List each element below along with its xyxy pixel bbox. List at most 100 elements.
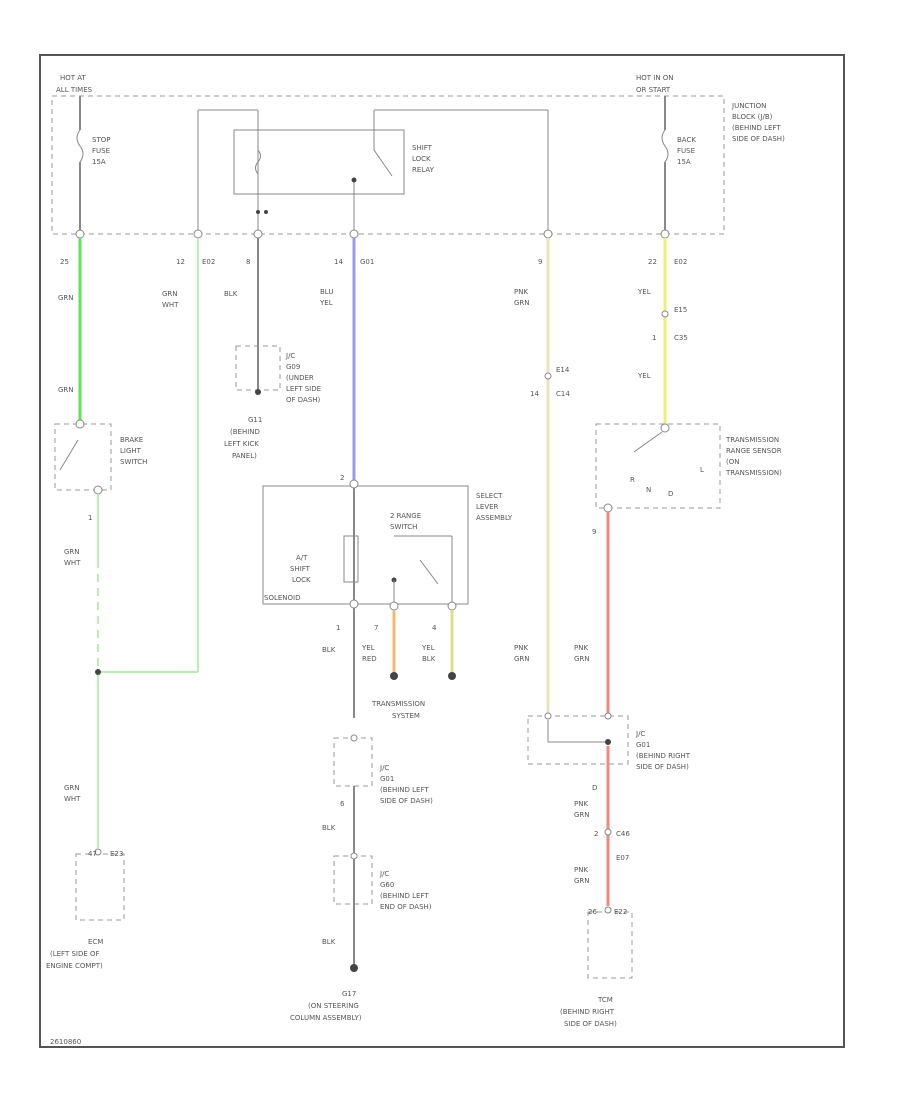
pin-14: 14 [334,258,343,266]
wire-pnk-grn-c1: PNK [574,644,588,652]
stop-fuse-1: STOP [92,136,110,144]
wire-yel-blk-1: YEL [421,644,435,652]
wire-pnk-grn-d1: PNK [574,800,588,808]
junction-block-2: BLOCK (J/B) [732,113,773,121]
brake-light-switch-1: BRAKE [120,436,143,444]
jc-g01-left-3: (BEHIND LEFT [380,786,429,794]
wire-grn-wht-b2: WHT [162,301,179,309]
jb-connector-8 [253,229,263,239]
jc-g60-3: (BEHIND LEFT [380,892,429,900]
g11-1: G11 [248,416,262,424]
jb-connector-12 [193,229,203,239]
jc-g09-3: (UNDER [286,374,314,382]
jc-g01-right-splice [605,739,611,745]
wire-grn-wht-a2: WHT [64,559,81,567]
jc-g01-right-outline [527,715,629,765]
solenoid-4: SOLENOID [264,594,300,602]
select-lever-3: ASSEMBLY [476,514,513,522]
junction-block-outline [51,95,725,235]
grn-wht-splice [95,669,101,675]
jc-g01-right-4: SIDE OF DASH) [636,763,689,771]
select-lever-1: SELECT [476,492,503,500]
jb-connector-22 [660,229,670,239]
wire-blk-g09: BLK [224,290,238,298]
wire-pnk-grn-d2: GRN [574,811,590,819]
ecm-2: (LEFT SIDE OF [50,950,100,958]
relay-node [351,177,357,183]
pin-e23: E23 [110,850,123,858]
g09-ground-point [255,389,261,395]
pin-jc-d: D [592,784,597,792]
pin-25: 25 [60,258,69,266]
pin-8: 8 [246,258,250,266]
wire-grn-2: GRN [58,386,74,394]
tcm-1: TCM [597,996,613,1004]
wire-pnk-grn-b1: PNK [514,644,528,652]
jc-g60-4: END OF DASH) [380,903,432,911]
pin-select-2: 2 [340,474,344,482]
pin-e02-b: E02 [674,258,687,266]
pin-e22: E22 [614,908,627,916]
jc-g09-1: J/C [285,352,295,360]
stop-fuse-3: 15A [92,158,106,166]
pin-1-c35: 1 [652,334,656,342]
wire-grn-wht-c2: WHT [64,795,81,803]
connector-e15-c35 [661,310,669,318]
wire-blu-yel-1: BLU [320,288,333,296]
shift-lock-relay-1: SHIFT [412,144,433,152]
range-l: L [700,466,704,474]
jc-g01-right-2: G01 [636,741,650,749]
jc-g01-right-3: (BEHIND RIGHT [636,752,691,760]
select-lever-box [262,485,469,605]
junction-block-1: JUNCTION [731,102,766,110]
g09-node-b [264,210,268,214]
jc-g01-left-2: G01 [380,775,394,783]
range-sensor-3: (ON [726,458,739,466]
brake-switch-top-conn [75,419,85,429]
jc-g60-conn [350,852,358,860]
range-sensor-1: TRANSMISSION [725,436,779,444]
g11-4: PANEL) [232,452,257,460]
wire-grn-1: GRN [58,294,74,302]
pin-sw-4: 4 [432,624,437,632]
jb-connector-25 [75,229,85,239]
pin-bl-6: 6 [340,800,345,808]
pin-12: 12 [176,258,185,266]
wire-pnk-grn-e1: PNK [574,866,588,874]
back-fuse-symbol [661,129,669,163]
jc-g01-right-conn-b [604,712,612,720]
range-sensor-outline [595,423,721,509]
range-sensor-4: TRANSMISSION) [725,469,782,477]
tcm-outline [587,911,633,979]
jc-g01-left-outline [333,737,373,787]
jc-g60-1: J/C [379,870,389,878]
select-lever-conn-2 [349,479,359,489]
range-n: N [646,486,651,494]
pin-47: 47 [88,850,97,858]
transmission-system-2: SYSTEM [392,712,420,720]
jc-g01-left-1: J/C [379,764,389,772]
jc-g01-left-conn [350,734,358,742]
relay-switch-arm [373,149,393,177]
pin-sw-7: 7 [374,624,378,632]
jc-g01-right-1: J/C [635,730,645,738]
pin-c46: C46 [616,830,630,838]
two-range-arm [419,559,439,585]
yel-blk-end [448,672,456,680]
pin-trs-9: 9 [592,528,596,536]
wire-grn-wht-c1: GRN [64,784,80,792]
wire-grn-wht-b1: GRN [162,290,178,298]
pin-22: 22 [648,258,657,266]
g17-3: COLUMN ASSEMBLY) [290,1014,362,1022]
ecm-connector [94,848,102,856]
jc-g09-4: LEFT SIDE [286,385,321,393]
jb-connector-9 [543,229,553,239]
back-fuse-2: FUSE [677,147,695,155]
pin-brake-1: 1 [88,514,92,522]
stop-fuse-symbol [76,129,84,163]
tcm-3: SIDE OF DASH) [564,1020,617,1028]
two-range-1: 2 RANGE [390,512,421,520]
relay-coil [255,149,261,175]
jc-g60-2: G60 [380,881,394,889]
